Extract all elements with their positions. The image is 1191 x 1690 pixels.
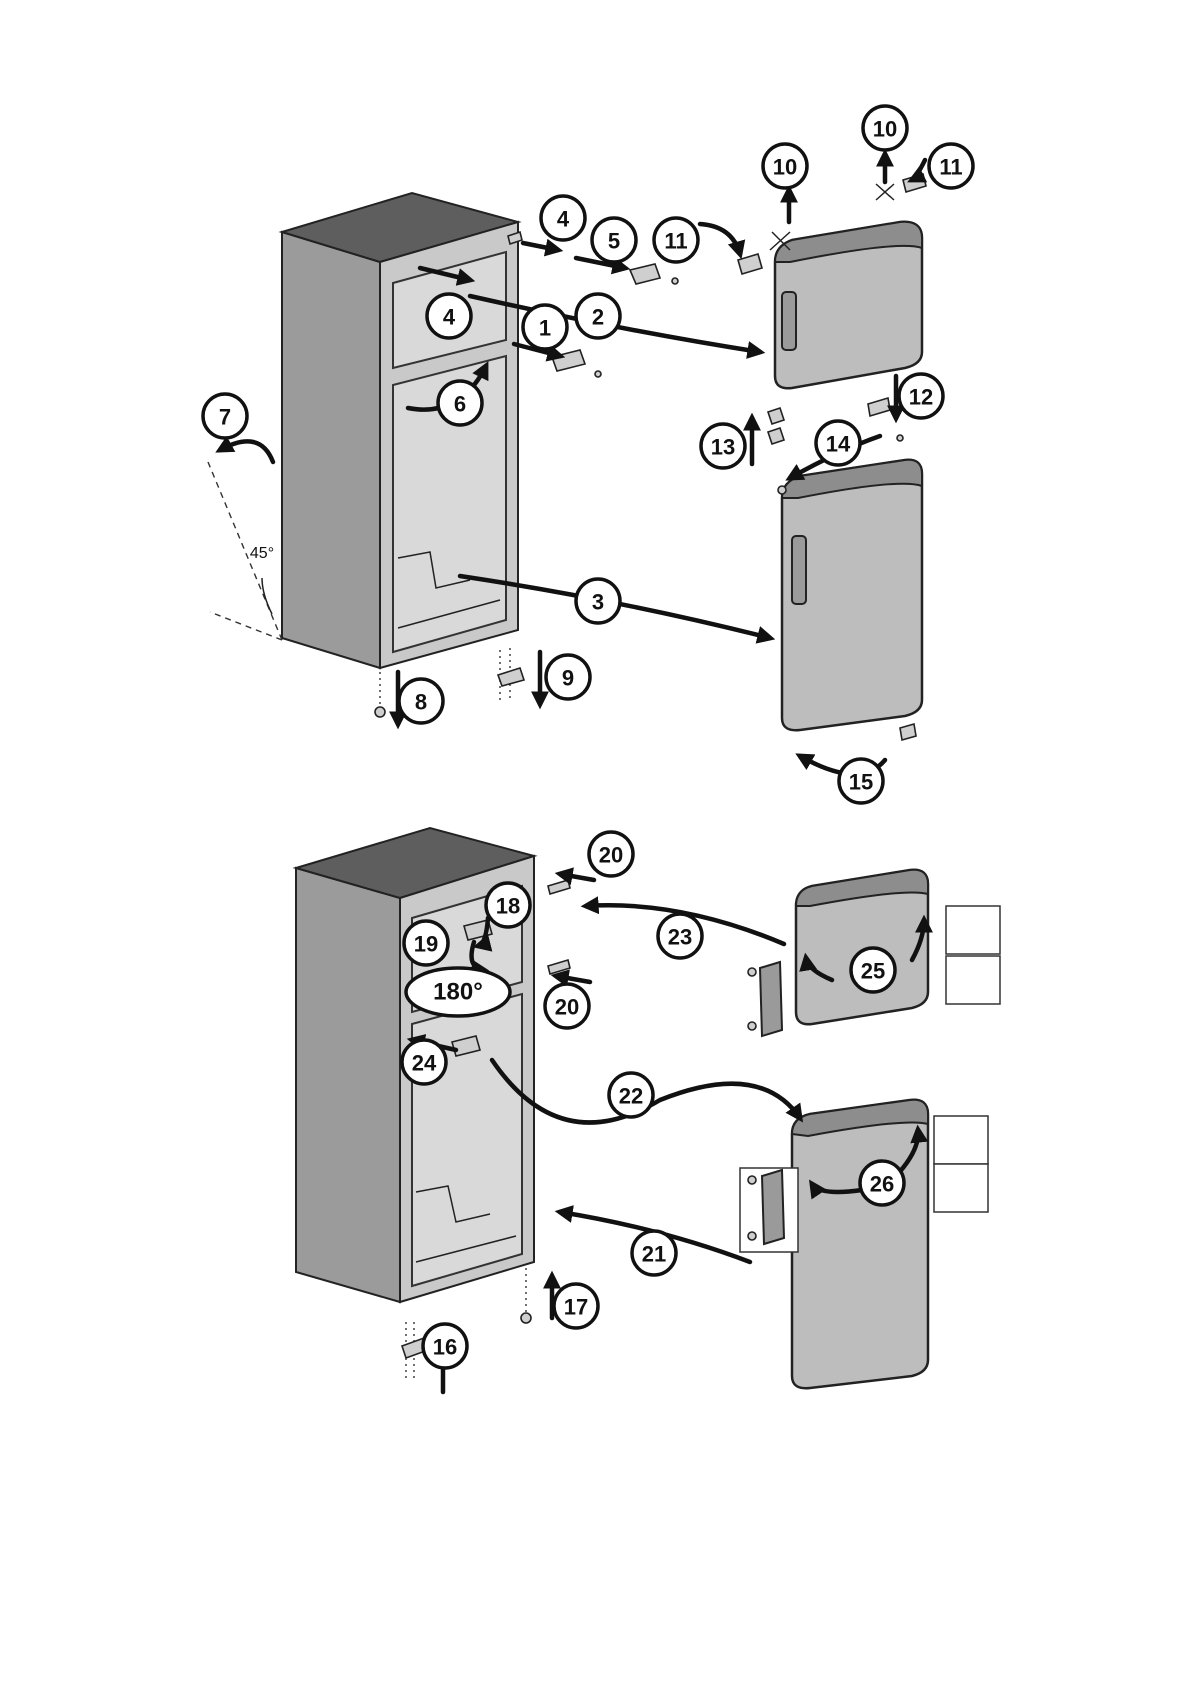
svg-text:3: 3 <box>592 590 604 615</box>
svg-text:13: 13 <box>711 435 735 460</box>
rotation-label-group: 180° <box>406 968 510 1016</box>
step-label-12: 12 <box>899 374 943 418</box>
svg-text:26: 26 <box>870 1172 894 1197</box>
svg-text:11: 11 <box>664 229 687 254</box>
arrow-20a <box>560 874 594 880</box>
step-label-16: 16 <box>423 1324 467 1368</box>
step-label-4: 4 <box>427 294 471 338</box>
arrow-11a <box>700 224 740 254</box>
svg-text:6: 6 <box>454 392 466 417</box>
svg-text:19: 19 <box>414 932 438 957</box>
svg-text:11: 11 <box>939 155 962 180</box>
step-label-20: 20 <box>545 984 589 1028</box>
arrow-4a <box>523 243 558 250</box>
step-label-14: 14 <box>816 421 860 465</box>
step-label-1: 1 <box>523 305 567 349</box>
svg-text:24: 24 <box>412 1051 437 1076</box>
rotation-label: 180° <box>433 979 483 1006</box>
svg-text:2: 2 <box>592 305 604 330</box>
step-label-26: 26 <box>860 1161 904 1205</box>
svg-text:4: 4 <box>443 305 456 330</box>
svg-text:5: 5 <box>608 229 620 254</box>
svg-text:1: 1 <box>539 316 551 341</box>
fridge-door-bottom <box>740 1100 988 1388</box>
step-label-19: 19 <box>404 921 448 965</box>
step-label-24: 24 <box>402 1040 446 1084</box>
angle-label: 45° <box>250 545 274 562</box>
step-label-25: 25 <box>851 948 895 992</box>
step-label-21: 21 <box>632 1231 676 1275</box>
step-label-18: 18 <box>486 883 530 927</box>
svg-text:8: 8 <box>415 690 427 715</box>
svg-text:23: 23 <box>668 925 692 950</box>
svg-text:18: 18 <box>496 894 520 919</box>
svg-text:25: 25 <box>861 959 885 984</box>
svg-text:7: 7 <box>219 405 231 430</box>
svg-text:10: 10 <box>773 155 797 180</box>
step-label-11: 11 <box>654 218 698 262</box>
step-label-6: 6 <box>438 381 482 425</box>
fridge-door-top <box>778 460 922 740</box>
step-label-5: 5 <box>592 218 636 262</box>
step-label-8: 8 <box>399 679 443 723</box>
svg-text:14: 14 <box>826 432 851 457</box>
step-label-3: 3 <box>576 579 620 623</box>
step-label-23: 23 <box>658 914 702 958</box>
svg-text:20: 20 <box>599 843 623 868</box>
step-label-9: 9 <box>546 655 590 699</box>
arrow-20b <box>556 976 590 982</box>
svg-text:20: 20 <box>555 995 579 1020</box>
step-label-17: 17 <box>554 1284 598 1328</box>
svg-text:21: 21 <box>642 1242 666 1267</box>
step-label-15: 15 <box>839 759 883 803</box>
svg-text:15: 15 <box>849 770 873 795</box>
tilt-guide: 45° <box>208 462 282 640</box>
step-label-22: 22 <box>609 1073 653 1117</box>
step-label-20: 20 <box>589 832 633 876</box>
step-label-4: 4 <box>541 196 585 240</box>
svg-text:10: 10 <box>873 117 897 142</box>
step-label-7: 7 <box>203 394 247 438</box>
svg-text:9: 9 <box>562 666 574 691</box>
svg-text:12: 12 <box>909 385 933 410</box>
step-label-11: 11 <box>929 144 973 188</box>
top-fridge <box>282 193 518 668</box>
step-label-2: 2 <box>576 294 620 338</box>
step-label-13: 13 <box>701 424 745 468</box>
svg-text:22: 22 <box>619 1084 643 1109</box>
svg-text:17: 17 <box>564 1295 588 1320</box>
step-label-10: 10 <box>763 144 807 188</box>
arrow-7 <box>220 441 273 462</box>
step-label-10: 10 <box>863 106 907 150</box>
svg-text:16: 16 <box>433 1335 457 1360</box>
svg-text:4: 4 <box>557 207 570 232</box>
